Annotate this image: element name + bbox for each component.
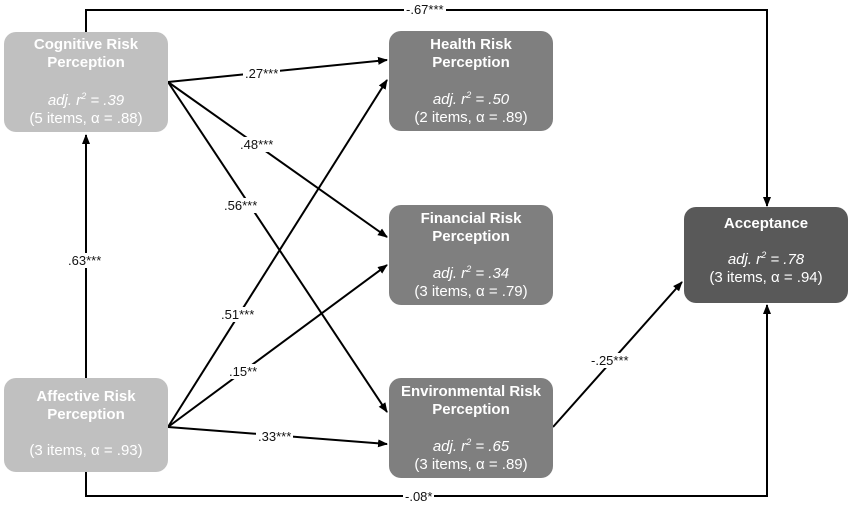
node-r2: adj. r2 = .65 xyxy=(432,437,510,456)
node-items: (3 items, α = .94) xyxy=(709,269,823,286)
node-items: (5 items, α = .88) xyxy=(29,110,143,127)
coef-affective-cognitive: .63*** xyxy=(66,253,104,268)
node-items: (3 items, α = .89) xyxy=(414,456,528,473)
node-title: Health Risk Perception xyxy=(430,36,512,71)
coef-cognitive-health: .27*** xyxy=(243,66,281,81)
arrow-affective-financial xyxy=(167,264,388,428)
node-r2: adj. r2 = .34 xyxy=(432,264,510,283)
node-financial-risk-perception: Financial Risk Perception adj. r2 = .34 … xyxy=(389,205,553,305)
node-acceptance: Acceptance adj. r2 = .78 (3 items, α = .… xyxy=(684,207,848,303)
coef-environmental-acceptance: -.25*** xyxy=(589,353,631,368)
node-title: Acceptance xyxy=(723,215,809,232)
coef-cognitive-environmental: .56*** xyxy=(222,198,260,213)
coef-affective-environmental: .33*** xyxy=(256,429,294,444)
node-r2: adj. r2 = .50 xyxy=(432,90,510,109)
coef-cognitive-financial: .48*** xyxy=(238,137,276,152)
coef-affective-financial: .15** xyxy=(227,364,260,379)
node-r2: adj. r2 = .39 xyxy=(47,91,125,110)
arrow-cognitive-financial xyxy=(167,81,388,238)
node-title: Affective Risk Perception xyxy=(36,388,136,423)
node-items: (3 items, α = .79) xyxy=(414,283,528,300)
node-items: (3 items, α = .93) xyxy=(29,442,143,459)
node-title: Environmental Risk Perception xyxy=(400,383,542,418)
node-title: Financial Risk Perception xyxy=(420,210,522,245)
node-cognitive-risk-perception: Cognitive Risk Perception adj. r2 = .39 … xyxy=(4,32,168,132)
coef-cognitive-acceptance: -.67*** xyxy=(404,2,446,17)
node-health-risk-perception: Health Risk Perception adj. r2 = .50 (2 … xyxy=(389,31,553,131)
coef-affective-acceptance: -.08* xyxy=(403,489,435,504)
node-environmental-risk-perception: Environmental Risk Perception adj. r2 = … xyxy=(389,378,553,478)
node-r2: adj. r2 = .78 xyxy=(727,250,805,269)
arrow-cognitive-environmental xyxy=(167,81,388,413)
node-items: (2 items, α = .89) xyxy=(414,109,528,126)
node-title: Cognitive Risk Perception xyxy=(33,36,139,71)
arrow-affective-health xyxy=(167,79,388,428)
node-affective-risk-perception: Affective Risk Perception (3 items, α = … xyxy=(4,378,168,472)
coef-affective-health: .51*** xyxy=(219,307,257,322)
